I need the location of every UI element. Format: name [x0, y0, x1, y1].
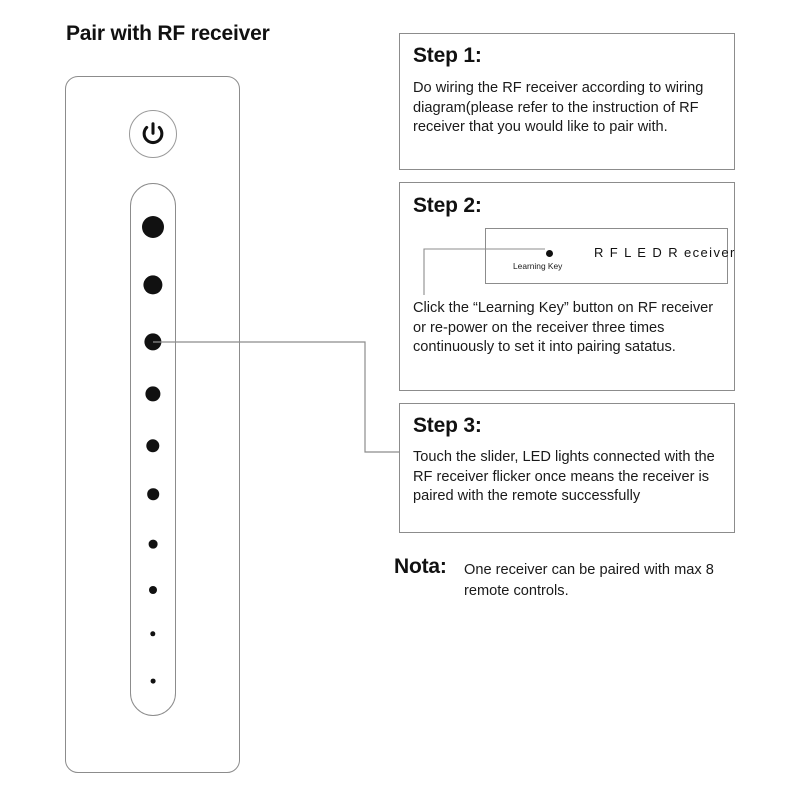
- slider-dot-10[interactable]: [150, 678, 156, 684]
- step-3-body: Touch the slider, LED lights connected w…: [413, 449, 715, 504]
- slider-dot-1[interactable]: [142, 216, 164, 238]
- slider-dot-8[interactable]: [149, 586, 157, 594]
- power-button[interactable]: [129, 110, 177, 158]
- step-3-heading: Step 3:: [413, 414, 482, 437]
- slider-dot-6[interactable]: [147, 488, 159, 500]
- step-1-body: Do wiring the RF receiver according to w…: [413, 80, 704, 135]
- step-2-card: Step 2: Learning Key R F L E D R eceiver…: [399, 182, 735, 391]
- slider-dot-2[interactable]: [143, 275, 163, 295]
- nota-text: One receiver can be paired with max 8 re…: [464, 562, 714, 599]
- step-2-body: Click the “Learning Key” button on RF re…: [413, 300, 714, 355]
- step-3-card: Step 3: Touch the slider, LED lights con…: [399, 403, 735, 533]
- page-title: Pair with RF receiver: [66, 22, 270, 45]
- slider-dot-9[interactable]: [150, 631, 156, 637]
- step-1-card: Step 1: Do wiring the RF receiver accord…: [399, 33, 735, 170]
- rf-led-receiver-label: R F L E D R eceiver: [594, 245, 736, 260]
- rf-led-receiver-diagram: Learning Key R F L E D R eceiver: [485, 228, 734, 284]
- step-2-heading: Step 2:: [413, 194, 482, 217]
- power-icon: [142, 122, 164, 145]
- slider-dot-7[interactable]: [148, 539, 158, 549]
- nota-label: Nota:: [394, 555, 447, 578]
- learning-key-label: Learning Key: [513, 261, 563, 271]
- learning-key-dot[interactable]: [546, 250, 553, 257]
- step-1-heading: Step 1:: [413, 44, 482, 67]
